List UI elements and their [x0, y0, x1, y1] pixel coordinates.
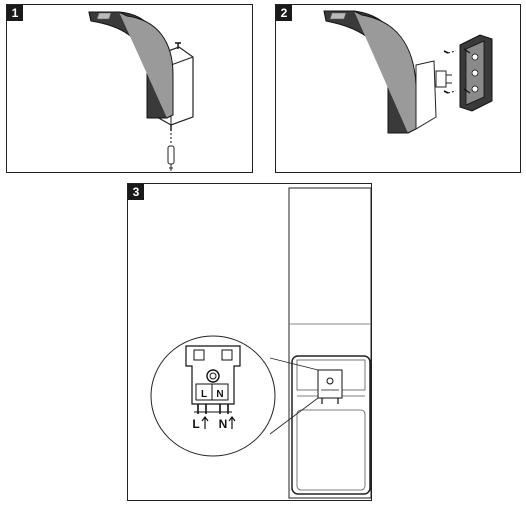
live-wire-arrow-icon [201, 416, 209, 429]
lamp-mounting-illustration [88, 11, 194, 171]
neutral-wire-label: N [219, 417, 228, 431]
live-terminal-label: L [201, 389, 207, 400]
neutral-terminal-label: N [216, 389, 223, 400]
step-2-panel: 2 [275, 4, 521, 173]
wiring-illustration: L N L N [150, 187, 371, 499]
step-3-panel: 3 L N L N [127, 183, 372, 501]
mounting-plate-illustration [323, 10, 493, 134]
neutral-wire-arrow-icon [228, 416, 236, 429]
step-number-badge: 2 [276, 5, 292, 21]
step-1-panel: 1 [6, 4, 253, 173]
live-wire-label: L [192, 417, 199, 431]
step-number-badge: 3 [128, 184, 144, 200]
step-number-badge: 1 [7, 5, 23, 21]
